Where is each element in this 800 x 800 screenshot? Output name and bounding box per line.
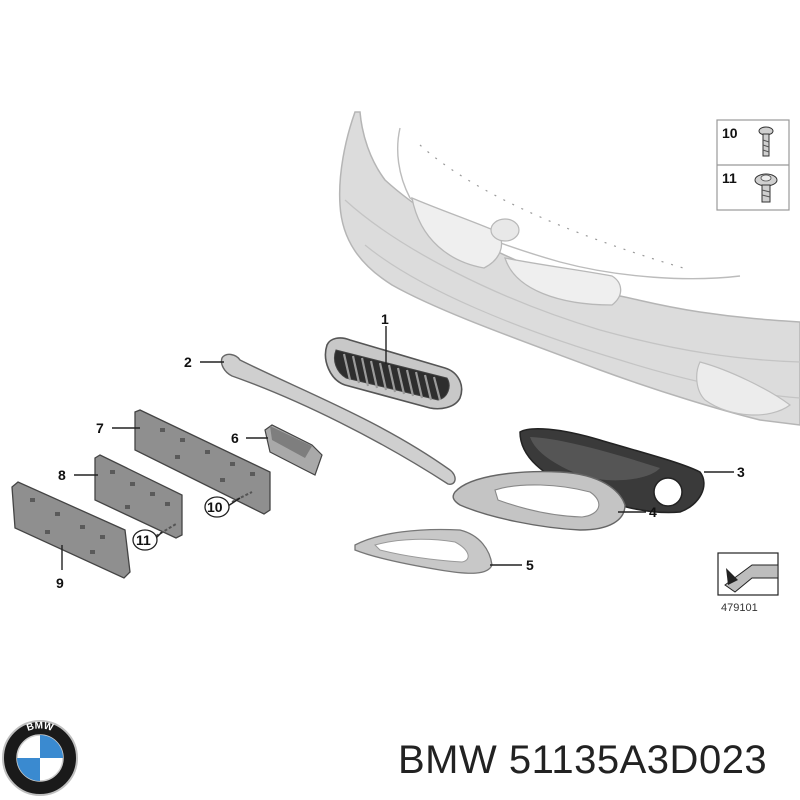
callout-10-circle: 10	[204, 496, 230, 518]
plate-base-9	[11, 481, 131, 579]
chrome-frame	[452, 470, 626, 531]
assembly-screw-10	[231, 491, 253, 503]
callout-10: 10	[207, 499, 223, 515]
trim-strip	[220, 353, 456, 485]
bmw-logo: BMW	[2, 720, 78, 796]
screw-icon	[758, 126, 774, 157]
callout-5: 5	[526, 557, 534, 573]
plate-base-8	[94, 454, 183, 539]
callout-9: 9	[56, 575, 64, 591]
part-number-label: BMW 51135A3D023	[398, 738, 768, 782]
callout-11-circle: 11	[132, 529, 158, 551]
callout-1: 1	[381, 311, 389, 327]
bmw-logo-letters: BMW	[25, 720, 55, 733]
bracket	[264, 424, 323, 476]
assembly-screw-11	[155, 523, 177, 537]
plate-base-7	[134, 409, 271, 515]
bumper-cover	[338, 111, 800, 426]
legend-screw-number: 10	[722, 125, 738, 141]
callout-7: 7	[96, 420, 104, 436]
callout-8: 8	[58, 467, 66, 483]
diagram-number: 479101	[721, 602, 758, 614]
callout-2: 2	[184, 354, 192, 370]
diagram-reference: 479101	[717, 552, 779, 614]
fastener-legend: 10 11	[716, 119, 790, 211]
bolt-icon	[754, 173, 778, 203]
callout-6: 6	[231, 430, 239, 446]
callout-3: 3	[737, 464, 745, 480]
legend-bolt-number: 11	[722, 170, 737, 186]
lower-trim	[354, 528, 493, 574]
leader-lines	[61, 326, 734, 570]
callout-11: 11	[136, 532, 151, 548]
callout-4: 4	[649, 504, 657, 520]
grille	[324, 337, 463, 410]
